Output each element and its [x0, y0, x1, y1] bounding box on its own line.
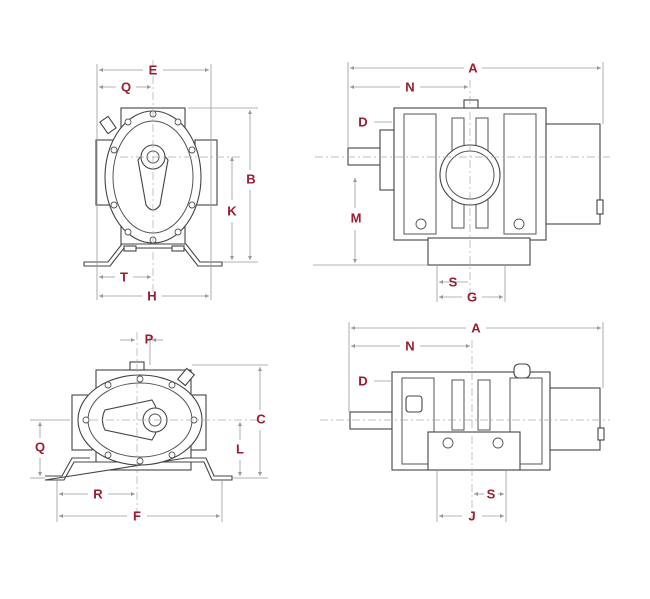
- dim-label-F: F: [133, 508, 141, 523]
- dim-label-N: N: [405, 79, 414, 94]
- dim-label-K: K: [227, 203, 237, 218]
- dim-label-M: M: [351, 210, 362, 225]
- dim-label-R: R: [93, 486, 103, 501]
- dim-label-H: H: [147, 288, 156, 303]
- dim-label-D-bottom: D: [358, 373, 367, 388]
- dim-label-A: A: [468, 60, 478, 75]
- dim-label-D: D: [358, 114, 367, 129]
- dim-label-P: P: [145, 331, 154, 346]
- dim-label-G: G: [467, 289, 477, 304]
- dim-label-J: J: [468, 508, 475, 523]
- dim-label-N-bottom: N: [405, 338, 414, 353]
- dim-label-A-bottom: A: [471, 320, 481, 335]
- dim-label-Q: Q: [121, 79, 131, 94]
- side-view-bottom: A N D S J: [320, 320, 610, 523]
- front-view-bottom: P C L Q R F: [30, 331, 268, 523]
- dim-label-E: E: [149, 62, 158, 77]
- dim-label-T: T: [120, 269, 128, 284]
- front-view-top: E Q B K T H: [83, 60, 258, 303]
- dim-label-S: S: [449, 274, 458, 289]
- dim-label-L: L: [236, 441, 244, 456]
- dim-label-B: B: [246, 171, 255, 186]
- dim-label-Q-bottom: Q: [35, 439, 45, 454]
- dim-label-S-bottom: S: [487, 486, 496, 501]
- dim-label-C: C: [256, 411, 266, 426]
- side-view-top: A N D M S G: [313, 60, 610, 304]
